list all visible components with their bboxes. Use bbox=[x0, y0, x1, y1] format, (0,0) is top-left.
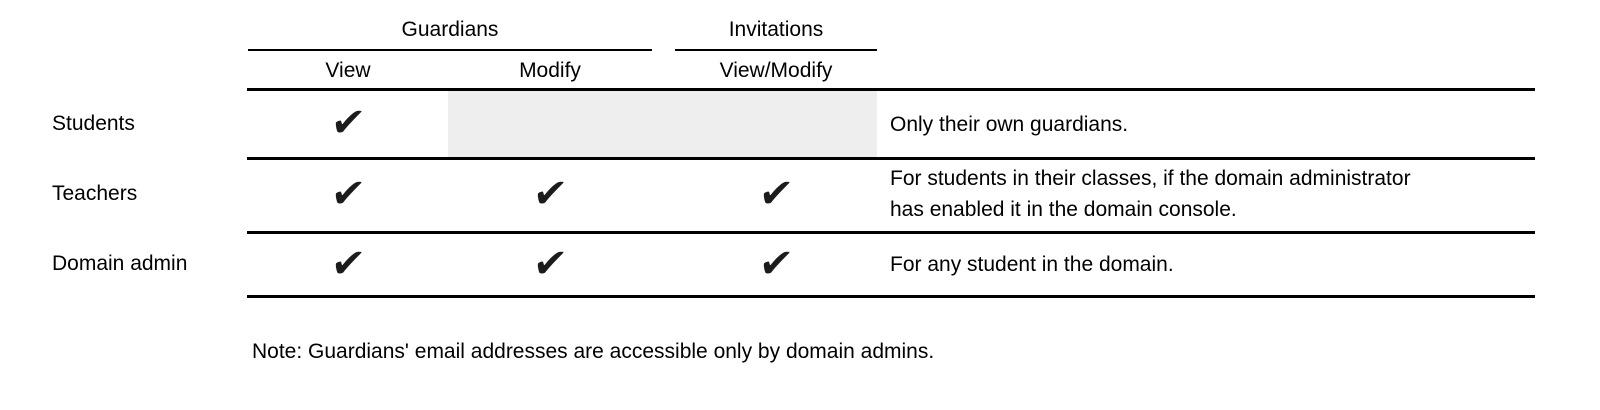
table-bottom-divider bbox=[247, 295, 1535, 298]
footnote: Note: Guardians' email addresses are acc… bbox=[252, 340, 935, 363]
column-header-view-modify: View/Modify bbox=[719, 59, 833, 82]
row-divider bbox=[247, 231, 1535, 234]
column-group-invitations: Invitations bbox=[728, 18, 824, 41]
note-line: has enabled it in the domain console. bbox=[890, 198, 1237, 221]
row-note-teachers: For students in their classes, if the do… bbox=[890, 163, 1538, 225]
row-label-teachers: Teachers bbox=[52, 182, 138, 205]
check-icon: ✔ bbox=[328, 171, 368, 217]
check-icon: ✔ bbox=[756, 241, 796, 287]
row-note-students: Only their own guardians. bbox=[890, 113, 1129, 136]
check-icon: ✔ bbox=[328, 241, 368, 287]
column-header-view: View bbox=[325, 59, 371, 82]
check-icon: ✔ bbox=[530, 171, 570, 217]
column-header-modify: Modify bbox=[519, 59, 581, 82]
note-line: For students in their classes, if the do… bbox=[890, 167, 1411, 190]
column-group-guardians: Guardians bbox=[401, 18, 499, 41]
check-icon: ✔ bbox=[756, 171, 796, 217]
row-divider bbox=[247, 157, 1535, 160]
guardians-group-underline bbox=[248, 49, 652, 51]
check-icon: ✔ bbox=[328, 100, 368, 146]
students-disabled-cells bbox=[448, 91, 877, 157]
check-icon: ✔ bbox=[530, 241, 570, 287]
invitations-group-underline bbox=[675, 49, 877, 51]
row-note-domain-admin: For any student in the domain. bbox=[890, 253, 1174, 276]
header-divider bbox=[247, 88, 1535, 91]
row-label-students: Students bbox=[52, 112, 135, 135]
row-label-domain-admin: Domain admin bbox=[52, 252, 188, 275]
